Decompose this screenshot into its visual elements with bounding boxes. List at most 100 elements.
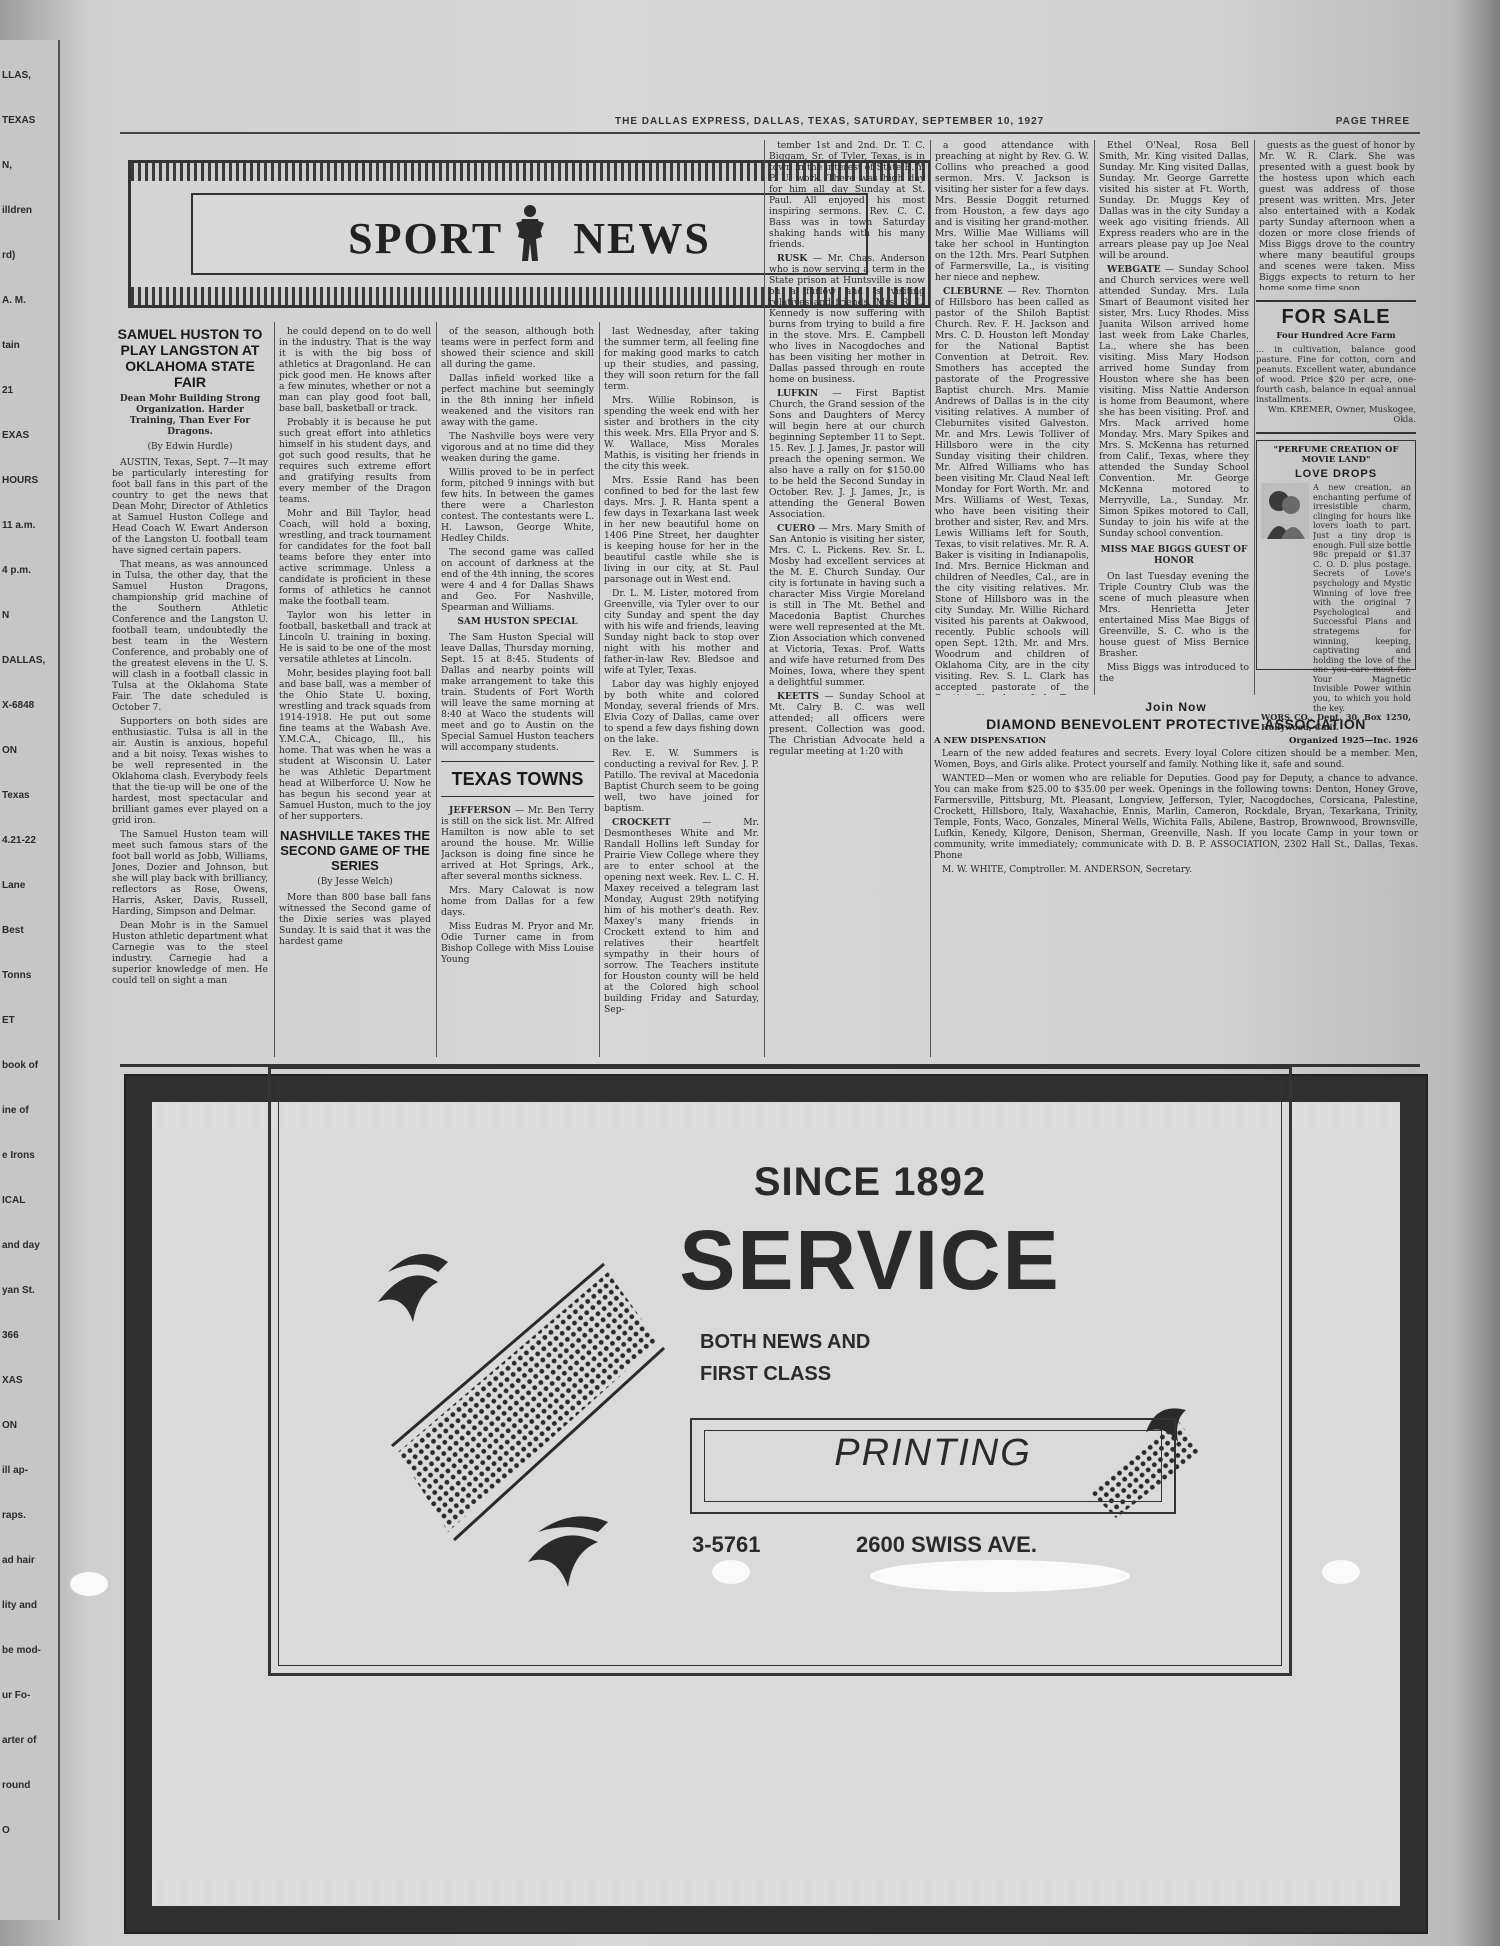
article-body: AUSTIN, Texas, Sept. 7—It may be particu… bbox=[112, 457, 268, 986]
town-name: WEBGATE bbox=[1107, 264, 1161, 275]
article-body: tember 1st and 2nd. Dr. T. C. Biggam, Sr… bbox=[769, 140, 925, 757]
article-column-7: Ethel O'Neal, Rosa Bell Smith, Mr. King … bbox=[1099, 140, 1249, 695]
article-paragraph: Probably it is because he put such great… bbox=[279, 417, 431, 505]
article-paragraph: Mrs. Mary Calowat is now home from Dalla… bbox=[441, 885, 594, 918]
article-paragraph: Miss Biggs was introduced to the bbox=[1099, 662, 1249, 684]
masthead-date: THE DALLAS EXPRESS, DALLAS, TEXAS, SATUR… bbox=[615, 116, 1045, 127]
column-rule bbox=[930, 140, 931, 1057]
left-strip-fragment: TEXAS bbox=[2, 115, 36, 126]
join-now-title: Join Now bbox=[1145, 700, 1207, 714]
article-body: last Wednesday, after taking the summer … bbox=[604, 326, 759, 814]
left-strip-fragment: ON bbox=[2, 1420, 17, 1431]
association-body: Learn of the new added features and secr… bbox=[934, 749, 1418, 879]
for-sale-ad: FOR SALE Four Hundred Acre Farm ... in c… bbox=[1256, 300, 1416, 434]
article-byline: (By Edwin Hurdle) bbox=[147, 442, 233, 452]
article-paragraph: CROCKETT — Mr. Desmontheses White and Mr… bbox=[604, 817, 759, 1015]
left-strip-fragment: HOURS bbox=[2, 475, 39, 486]
left-strip-fragment: ur Fo- bbox=[2, 1690, 31, 1701]
left-strip-fragment: raps. bbox=[2, 1510, 26, 1521]
left-strip-fragment: Lane bbox=[2, 880, 26, 891]
for-sale-signature: Wm. KREMER, Owner, Muskogee, Okla. bbox=[1267, 405, 1416, 425]
printing-ad-inner-frame-2 bbox=[278, 1076, 1282, 1666]
left-strip-fragment: EXAS bbox=[2, 430, 30, 441]
article-paragraph: The Nashville boys were very vigorous an… bbox=[441, 431, 594, 464]
left-strip-fragment: ON bbox=[2, 745, 17, 756]
town-name: CUERO bbox=[777, 523, 815, 534]
article-paragraph: KEETTS — Sunday School at Mt. Calry B. C… bbox=[769, 691, 925, 757]
paper-damage bbox=[870, 1560, 1130, 1592]
article-column-8: guests as the guest of honor by Mr. W. R… bbox=[1259, 140, 1415, 290]
association-name: DIAMOND BENEVOLENT PROTECTIVE ASSOCIATIO… bbox=[986, 716, 1366, 732]
article-paragraph: Mohr, besides playing foot ball and base… bbox=[279, 668, 431, 822]
paper-damage bbox=[1322, 1560, 1360, 1584]
article-column-2: he could depend on to do well in the ind… bbox=[279, 326, 431, 1056]
article-paragraph: CLEBURNE — Rev. Thornton of Hillsboro ha… bbox=[935, 286, 1089, 695]
article-column-5: tember 1st and 2nd. Dr. T. C. Biggam, Sr… bbox=[769, 140, 925, 1056]
article-paragraph: Mrs. Essie Rand has been confined to bed… bbox=[604, 475, 759, 585]
texas-towns-headline: TEXAS TOWNS bbox=[441, 761, 594, 797]
left-strip-fragment: book of bbox=[2, 1060, 39, 1071]
left-strip-fragment: LLAS, bbox=[2, 70, 31, 81]
town-name: CLEBURNE bbox=[943, 286, 1003, 297]
left-strip-fragment: 11 a.m. bbox=[2, 520, 36, 531]
left-strip-fragment: yan St. bbox=[2, 1285, 35, 1296]
article-paragraph: AUSTIN, Texas, Sept. 7—It may be particu… bbox=[112, 457, 268, 556]
left-strip-fragment: lity and bbox=[2, 1600, 38, 1611]
left-strip-fragment: 21 bbox=[2, 385, 14, 396]
ad-service-text: SERVICE bbox=[679, 1213, 1061, 1307]
article-samuel-huston: SAMUEL HUSTON TO PLAY LANGSTON AT OKLAHO… bbox=[112, 326, 268, 1056]
left-strip-fragment: ICAL bbox=[2, 1195, 26, 1206]
column-rule bbox=[1094, 140, 1095, 695]
nashville-byline: (By Jesse Welch) bbox=[317, 877, 393, 887]
article-paragraph: Mohr and Bill Taylor, head Coach, will h… bbox=[279, 508, 431, 607]
article-paragraph: Supporters on both sides are enthusiasti… bbox=[112, 716, 268, 826]
town-name: JEFFERSON bbox=[449, 805, 512, 816]
article-paragraph: The Sam Huston Special will leave Dallas… bbox=[441, 632, 594, 753]
article-body: guests as the guest of honor by Mr. W. R… bbox=[1259, 140, 1415, 290]
article-paragraph: guests as the guest of honor by Mr. W. R… bbox=[1259, 140, 1415, 290]
sam-huston-special-body: The Sam Huston Special will leave Dallas… bbox=[441, 632, 594, 753]
ad-phone: 3-5761 bbox=[692, 1532, 761, 1557]
article-paragraph: LUFKIN — First Baptist Church, the Grand… bbox=[769, 388, 925, 520]
article-paragraph: WEBGATE — Sunday School and Church servi… bbox=[1099, 264, 1249, 539]
dispensation-label: A NEW DISPENSATION bbox=[934, 736, 1047, 746]
article-body: Ethel O'Neal, Rosa Bell Smith, Mr. King … bbox=[1099, 140, 1249, 684]
for-sale-text: ... in cultivation, balance good pasture… bbox=[1256, 345, 1416, 405]
article-paragraph: he could depend on to do well in the ind… bbox=[279, 326, 431, 414]
left-strip-fragment: XAS bbox=[2, 1375, 23, 1386]
article-paragraph: Learn of the new added features and secr… bbox=[934, 749, 1418, 770]
article-paragraph: Dr. L. M. Lister, motored from Greenvill… bbox=[604, 588, 759, 676]
column-rule bbox=[274, 322, 275, 1057]
article-paragraph: Ethel O'Neal, Rosa Bell Smith, Mr. King … bbox=[1099, 140, 1249, 261]
article-paragraph: Dallas infield worked like a perfect mac… bbox=[441, 373, 594, 428]
article-paragraph: That means, as was announced in Tulsa, t… bbox=[112, 559, 268, 713]
left-strip-fragment: 4.21-22 bbox=[2, 835, 36, 846]
article-paragraph: On last Tuesday evening the Triple Count… bbox=[1099, 571, 1249, 659]
article-paragraph: Taylor won his letter in football, baske… bbox=[279, 610, 431, 665]
sam-huston-special-heading: SAM HUSTON SPECIAL bbox=[457, 617, 578, 627]
left-strip-fragment: ill ap- bbox=[2, 1465, 29, 1476]
ad-since-text: SINCE 1892 bbox=[753, 1160, 987, 1204]
article-paragraph: Dean Mohr is in the Samuel Huston athlet… bbox=[112, 920, 268, 986]
column-rule bbox=[764, 140, 765, 1057]
page-number-label: PAGE THREE bbox=[1335, 116, 1410, 127]
left-strip-fragment: illdren bbox=[2, 205, 33, 216]
masthead-line: THE DALLAS EXPRESS, DALLAS, TEXAS, SATUR… bbox=[120, 114, 1420, 132]
article-column-6: a good attendance with preaching at nigh… bbox=[935, 140, 1089, 695]
diamond-benevolent-ad: Join Now DIAMOND BENEVOLENT PROTECTIVE A… bbox=[934, 700, 1418, 1060]
love-drops-title: "PERFUME CREATION OF MOVIE LAND" bbox=[1273, 445, 1399, 465]
article-subhead: Dean Mohr Building Strong Organization. … bbox=[119, 394, 261, 437]
left-strip-fragment: tain bbox=[2, 340, 20, 351]
banner-title-right: NEWS bbox=[573, 214, 711, 263]
organized-label: Organized 1925—Inc. 1926 bbox=[1289, 736, 1418, 746]
left-strip-fragment: N bbox=[2, 610, 10, 621]
article-column-3: of the season, although both teams were … bbox=[441, 326, 594, 1056]
paper-damage bbox=[712, 1560, 750, 1584]
town-name: CROCKETT bbox=[612, 817, 671, 828]
article-paragraph: More than 800 base ball fans witnessed t… bbox=[279, 892, 431, 947]
left-strip-fragment: X-6848 bbox=[2, 700, 35, 711]
article-paragraph: Willis proved to be in perfect form, pit… bbox=[441, 467, 594, 544]
